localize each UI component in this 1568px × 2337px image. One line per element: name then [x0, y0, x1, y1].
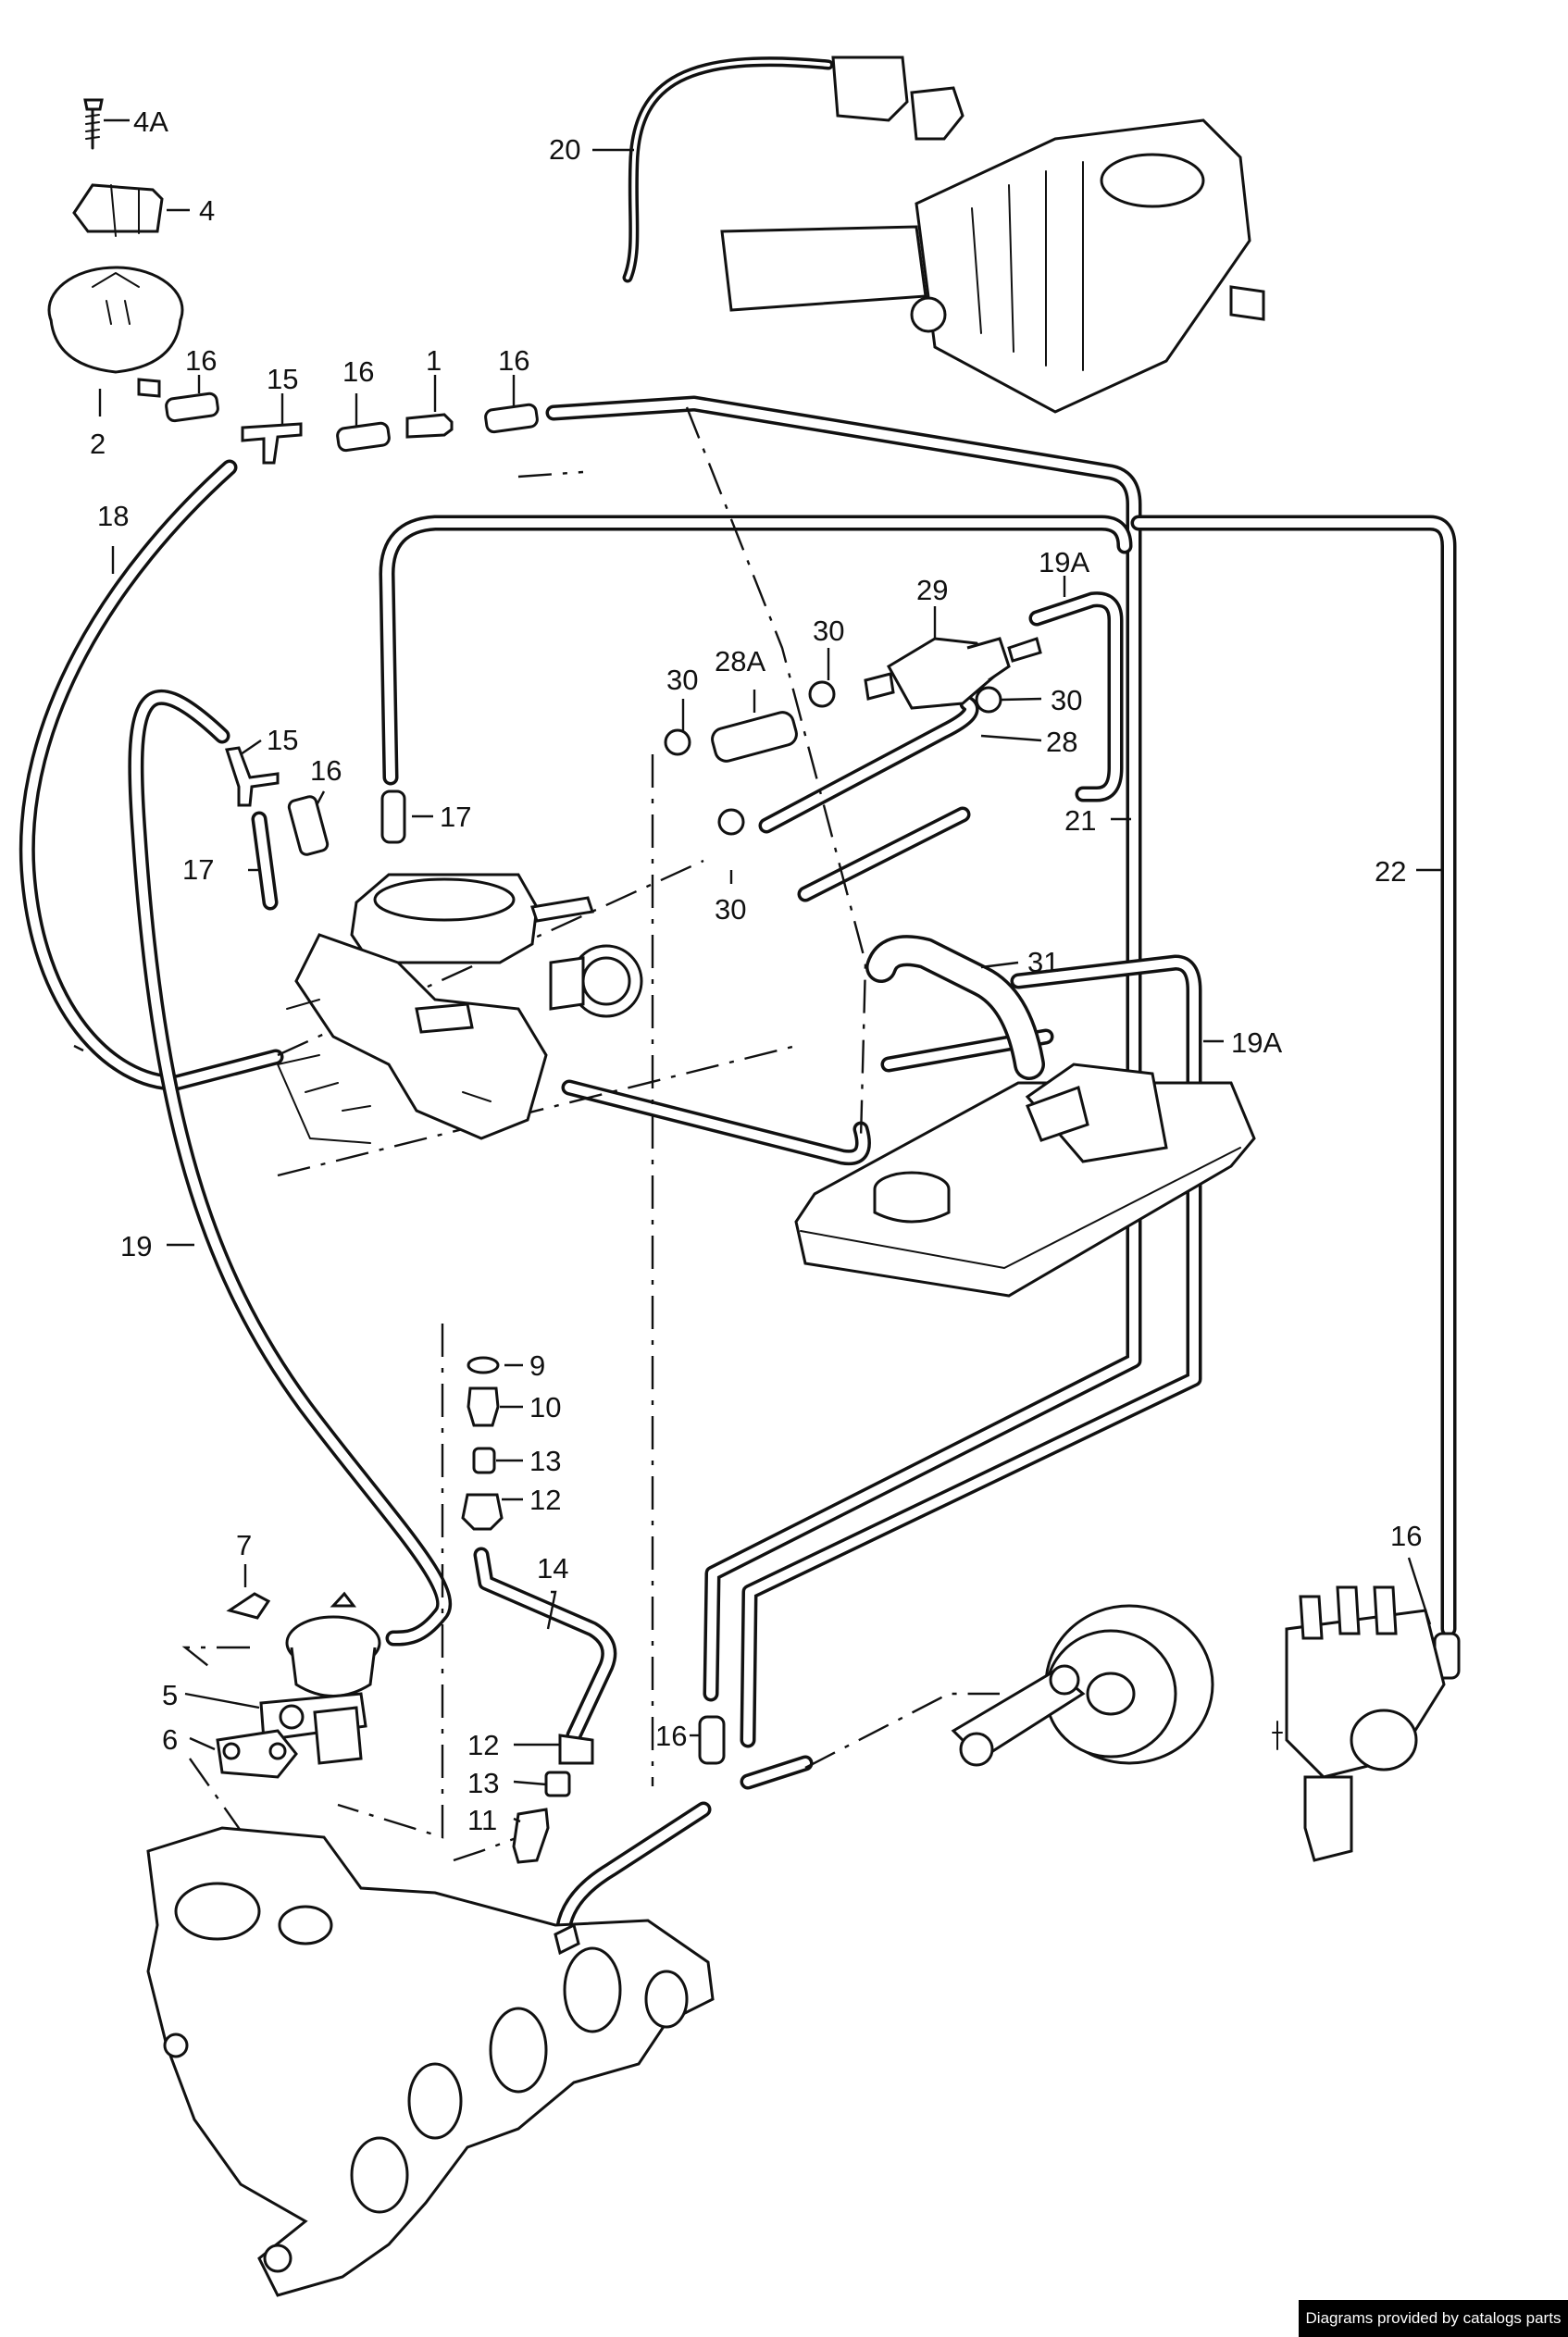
leader-lines — [98, 118, 1442, 1823]
vacuum-reservoir-2-icon — [47, 266, 184, 398]
callout-30-c: 30 — [1051, 684, 1082, 716]
connector-16d-icon — [287, 795, 330, 856]
sleeve-13a-icon — [472, 1447, 496, 1474]
callout-12-b: 12 — [467, 1729, 499, 1761]
nut-12a-icon — [461, 1493, 504, 1531]
callout-2: 2 — [90, 428, 106, 460]
clip-30d-icon — [717, 808, 745, 836]
cylinder-head-cover-icon — [794, 1063, 1256, 1298]
callout-5: 5 — [162, 1679, 178, 1711]
callout-15-b: 15 — [267, 724, 298, 756]
callout-30-a: 30 — [813, 615, 844, 647]
callout-4A: 4A — [133, 106, 168, 138]
connector-16c-icon — [484, 403, 539, 434]
clip-30a-icon — [664, 728, 691, 756]
callout-10: 10 — [529, 1391, 561, 1423]
hoses — [19, 56, 1457, 1943]
callout-30-d: 30 — [715, 893, 746, 926]
callout-4: 4 — [199, 194, 215, 227]
callout-16-d: 16 — [310, 754, 342, 787]
clip-30b-icon — [808, 680, 836, 708]
nut-12b-icon — [558, 1734, 594, 1765]
carburetor-icon — [277, 873, 643, 1144]
clip-30c-icon — [975, 686, 1002, 714]
callout-16-c: 16 — [498, 344, 529, 377]
sleeve-13b-icon — [544, 1771, 571, 1797]
callout-21: 21 — [1064, 804, 1096, 837]
gasket-6-icon — [216, 1729, 298, 1779]
callout-22: 22 — [1375, 855, 1406, 888]
valve-1-icon — [405, 413, 454, 439]
callout-9: 9 — [529, 1349, 545, 1382]
callout-labels: 4A 4 2 16 15 16 1 16 20 18 19A 29 30 28A… — [90, 106, 1422, 1836]
callout-15-a: 15 — [267, 363, 298, 395]
vacuum-servo-5-icon — [259, 1591, 381, 1765]
fuel-filter-29-icon — [864, 637, 1042, 710]
brake-booster-icon — [951, 1604, 1214, 1767]
small-parts — [47, 98, 1461, 1864]
callout-17-a: 17 — [440, 801, 471, 833]
callout-20: 20 — [549, 133, 580, 166]
tee-15a-icon — [241, 422, 303, 465]
connector-16b-icon — [336, 421, 391, 453]
callout-28A: 28A — [715, 645, 765, 677]
callout-7: 7 — [236, 1529, 252, 1561]
callout-17-b: 17 — [182, 853, 214, 886]
callout-19A-top: 19A — [1039, 546, 1089, 578]
credit-footer: Diagrams provided by catalogs parts — [1299, 2300, 1568, 2337]
callout-28: 28 — [1046, 726, 1077, 758]
callout-16-b: 16 — [342, 355, 374, 388]
callout-13-b: 13 — [467, 1767, 499, 1799]
connector-16e-icon — [698, 1715, 726, 1765]
callout-29: 29 — [916, 574, 948, 606]
screw-4A-icon — [83, 98, 104, 150]
o-ring-9-icon — [467, 1356, 500, 1374]
callout-16-f: 16 — [1390, 1520, 1422, 1552]
callout-16-e: 16 — [655, 1720, 687, 1752]
distributor-icon — [1272, 1585, 1446, 1862]
intake-manifold-icon — [146, 1826, 715, 2297]
callout-1: 1 — [426, 344, 442, 377]
air-filter-housing-icon — [720, 56, 1265, 414]
fitting-11-icon — [512, 1808, 550, 1864]
callout-11: 11 — [467, 1804, 497, 1836]
connector-16a-icon — [165, 392, 219, 423]
callout-31: 31 — [1027, 946, 1059, 978]
callout-13-a: 13 — [529, 1445, 561, 1477]
sleeve-28A-icon — [711, 711, 798, 763]
callout-16-a: 16 — [185, 344, 217, 377]
callout-18: 18 — [97, 500, 129, 532]
hose-22 — [1130, 515, 1457, 1637]
tee-15b-icon — [225, 746, 280, 807]
bracket-4-icon — [72, 183, 164, 233]
screw-7-icon — [226, 1592, 271, 1620]
callout-30-b: 30 — [666, 664, 698, 696]
callout-19A-right: 19A — [1231, 1026, 1282, 1059]
nipple-10-icon — [467, 1386, 500, 1427]
callout-12-a: 12 — [529, 1484, 561, 1516]
callout-19: 19 — [120, 1230, 152, 1262]
callout-14: 14 — [537, 1552, 568, 1585]
assemblies — [146, 56, 1446, 2297]
callout-6: 6 — [162, 1723, 178, 1756]
